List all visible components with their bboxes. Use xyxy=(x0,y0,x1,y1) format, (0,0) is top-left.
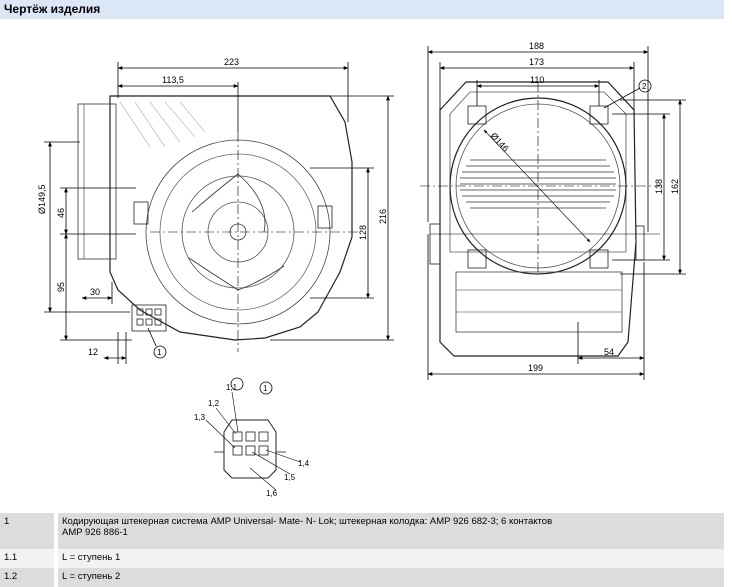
legend-row: 1 Кодирующая штекерная система AMP Unive… xyxy=(0,513,724,549)
legend-text-line-2: AMP 926 886-1 xyxy=(62,527,128,538)
dim-128: 128 xyxy=(358,225,368,240)
pin-label-1-5: 1,5 xyxy=(284,473,296,482)
callout-2-right: 2 xyxy=(642,82,647,91)
left-view: 223 113,5 216 128 Ø149,5 46 95 30 xyxy=(37,57,394,364)
dim-162: 162 xyxy=(670,179,680,194)
legend-text: L = ступень 2 xyxy=(54,568,724,587)
legend-row: 1.1 L = ступень 1 xyxy=(0,549,724,568)
callout-1-connector: 1 xyxy=(263,384,268,393)
dim-12: 12 xyxy=(88,347,98,357)
legend-number: 1.2 xyxy=(0,568,56,587)
dim-46: 46 xyxy=(56,208,66,218)
dim-199: 199 xyxy=(528,363,543,373)
dim-110: 110 xyxy=(530,75,544,85)
legend-number: 1.1 xyxy=(0,549,56,568)
right-view: Ø146 188 173 110 162 138 199 54 xyxy=(420,41,686,380)
dim-188: 188 xyxy=(529,41,544,51)
pin-label-1-3: 1,3 xyxy=(194,413,206,422)
dim-216: 216 xyxy=(378,209,388,224)
callout-1-left: 1 xyxy=(157,348,162,357)
dim-30: 30 xyxy=(90,287,100,297)
technical-drawing: 223 113,5 216 128 Ø149,5 46 95 30 xyxy=(37,41,686,498)
dim-138: 138 xyxy=(654,179,664,194)
legend-text: L = ступень 1 xyxy=(54,549,724,568)
dim-223: 223 xyxy=(224,57,239,67)
dim-95: 95 xyxy=(56,282,66,292)
legend-text-line: Кодирующая штекерная система AMP Univers… xyxy=(62,516,553,527)
section-title: Чертёж изделия xyxy=(4,2,101,16)
dim-54: 54 xyxy=(604,347,614,357)
dim-diameter-149-5: Ø149,5 xyxy=(37,184,47,214)
section-header: Чертёж изделия xyxy=(0,0,724,19)
pin-label-1-4: 1,4 xyxy=(298,459,310,468)
dim-173: 173 xyxy=(529,57,544,67)
pin-label-1-2: 1,2 xyxy=(208,399,220,408)
legend-table: 1 Кодирующая штекерная система AMP Unive… xyxy=(0,513,724,587)
legend-number: 1 xyxy=(0,513,56,549)
pin-label-1-1: 1,1 xyxy=(226,383,238,392)
legend-text: Кодирующая штекерная система AMP Univers… xyxy=(54,513,724,549)
connector-detail: 1 1,1 1,2 1,3 1,4 1,5 1,6 xyxy=(194,377,310,498)
legend-row: 1.2 L = ступень 2 xyxy=(0,568,724,587)
pin-label-1-6: 1,6 xyxy=(266,489,278,498)
dim-diameter-146: Ø146 xyxy=(489,131,511,154)
dim-113-5: 113,5 xyxy=(162,75,184,85)
